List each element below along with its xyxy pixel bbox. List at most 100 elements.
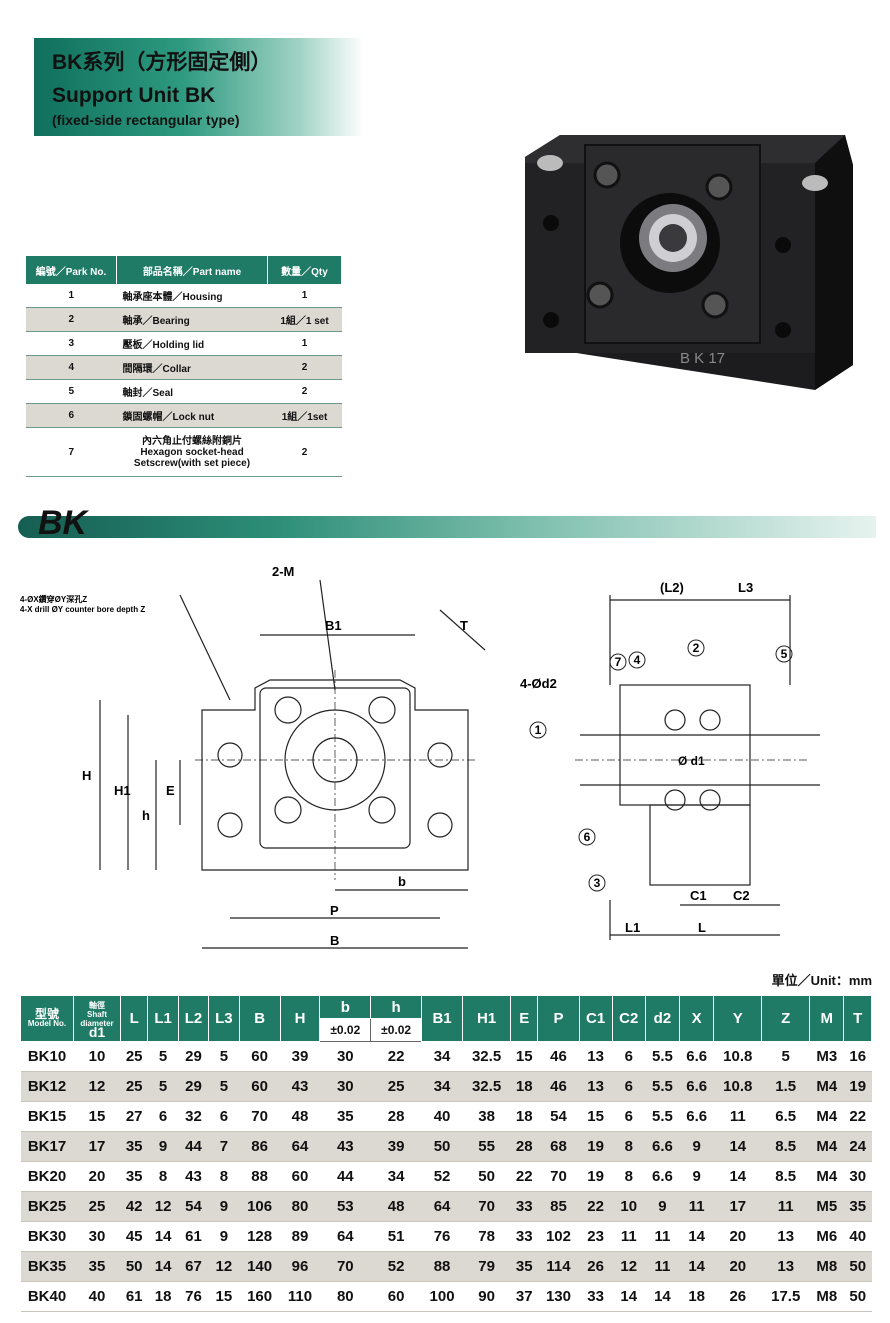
value-cell: 160 xyxy=(239,1281,281,1312)
value-cell: 60 xyxy=(370,1281,422,1312)
value-cell: 45 xyxy=(120,1221,148,1252)
value-cell: 25 xyxy=(120,1071,148,1102)
model-cell: BK40 xyxy=(20,1281,74,1312)
value-cell: 89 xyxy=(280,1221,320,1252)
value-cell: 20 xyxy=(713,1221,762,1252)
value-cell: 50 xyxy=(462,1161,511,1192)
value-cell: 85 xyxy=(537,1191,580,1222)
value-cell: 70 xyxy=(462,1191,511,1222)
value-cell: 6 xyxy=(612,1041,646,1072)
value-cell: 12 xyxy=(147,1191,179,1222)
value-cell: 18 xyxy=(147,1281,179,1312)
value-cell: 6 xyxy=(208,1101,240,1132)
banner-label: BK xyxy=(38,504,88,542)
value-cell: 11 xyxy=(645,1251,680,1282)
value-cell: 43 xyxy=(178,1161,209,1192)
header-l: L xyxy=(119,995,149,1042)
drawing-label-t: T xyxy=(460,618,468,633)
value-cell: 25 xyxy=(120,1041,148,1072)
value-cell: 60 xyxy=(239,1071,281,1102)
value-cell: 50 xyxy=(421,1131,463,1162)
photo-engraving: B K 17 xyxy=(680,350,725,367)
header-l2: L2 xyxy=(177,995,210,1042)
value-cell: 15 xyxy=(579,1101,613,1132)
drawing-label-b: B xyxy=(330,933,339,948)
value-cell: 128 xyxy=(239,1221,281,1252)
value-cell: 44 xyxy=(319,1161,371,1192)
value-cell: M4 xyxy=(809,1131,844,1162)
model-cell: BK10 xyxy=(20,1041,74,1072)
value-cell: 51 xyxy=(370,1221,422,1252)
model-cell: BK25 xyxy=(20,1191,74,1222)
value-cell: 6 xyxy=(147,1101,179,1132)
value-cell: 26 xyxy=(713,1281,762,1312)
value-cell: 18 xyxy=(510,1071,538,1102)
header-e: E xyxy=(510,995,539,1042)
value-cell: 8 xyxy=(612,1131,646,1162)
value-cell: 34 xyxy=(370,1161,422,1192)
value-cell: 20 xyxy=(73,1161,121,1192)
value-cell: 50 xyxy=(843,1281,872,1312)
model-cell: BK12 xyxy=(20,1071,74,1102)
value-cell: 9 xyxy=(208,1221,240,1252)
value-cell: 5 xyxy=(208,1041,240,1072)
value-cell: 29 xyxy=(178,1041,209,1072)
value-cell: 30 xyxy=(73,1221,121,1252)
drawing-label-d1: Ø d1 xyxy=(678,754,705,768)
value-cell: 68 xyxy=(537,1131,580,1162)
value-cell: 61 xyxy=(120,1281,148,1312)
value-cell: 12 xyxy=(73,1071,121,1102)
value-cell: 35 xyxy=(510,1251,538,1282)
value-cell: 52 xyxy=(421,1161,463,1192)
value-cell: 30 xyxy=(843,1161,872,1192)
parts-header-no: 編號／Park No. xyxy=(26,256,117,284)
value-cell: 76 xyxy=(178,1281,209,1312)
value-cell: M4 xyxy=(809,1101,844,1132)
value-cell: 53 xyxy=(319,1191,371,1222)
header-l1: L1 xyxy=(147,995,179,1042)
value-cell: 6.6 xyxy=(679,1101,714,1132)
value-cell: 28 xyxy=(370,1101,422,1132)
title-banner: BK系列（方形固定側） Support Unit BK (fixed-side … xyxy=(34,38,364,136)
value-cell: 26 xyxy=(579,1251,613,1282)
banner-bar xyxy=(18,516,876,538)
value-cell: 30 xyxy=(319,1041,371,1072)
value-cell: 60 xyxy=(280,1161,320,1192)
value-cell: 14 xyxy=(713,1161,762,1192)
parts-row: 7 內六角止付螺絲附銅片 Hexagon socket-head Setscre… xyxy=(26,427,342,477)
value-cell: 14 xyxy=(679,1221,714,1252)
value-cell: 9 xyxy=(645,1191,680,1222)
value-cell: 5.5 xyxy=(645,1071,680,1102)
value-cell: 64 xyxy=(319,1221,371,1252)
value-cell: M8 xyxy=(809,1281,844,1312)
drawing-label-l3: L3 xyxy=(738,580,753,595)
value-cell: M4 xyxy=(809,1071,844,1102)
value-cell: 9 xyxy=(679,1161,714,1192)
value-cell: 114 xyxy=(537,1251,580,1282)
header-small-b: b xyxy=(319,995,372,1019)
drawing-label-b1: B1 xyxy=(325,618,342,633)
value-cell: 110 xyxy=(280,1281,320,1312)
value-cell: 70 xyxy=(319,1251,371,1282)
value-cell: 9 xyxy=(679,1131,714,1162)
value-cell: 50 xyxy=(120,1251,148,1282)
value-cell: 70 xyxy=(537,1161,580,1192)
header-b1: B1 xyxy=(421,995,464,1042)
value-cell: 19 xyxy=(843,1071,872,1102)
spec-table: 型號 Model No. 軸徑 Shaft diameter d1 L L1 L… xyxy=(20,995,872,1312)
value-cell: 76 xyxy=(421,1221,463,1252)
value-cell: 42 xyxy=(120,1191,148,1222)
value-cell: 33 xyxy=(510,1221,538,1252)
value-cell: 8.5 xyxy=(761,1161,810,1192)
header-x: X xyxy=(679,995,715,1042)
value-cell: 8 xyxy=(612,1161,646,1192)
value-cell: 140 xyxy=(239,1251,281,1282)
value-cell: 15 xyxy=(510,1041,538,1072)
value-cell: 14 xyxy=(147,1251,179,1282)
value-cell: 54 xyxy=(537,1101,580,1132)
